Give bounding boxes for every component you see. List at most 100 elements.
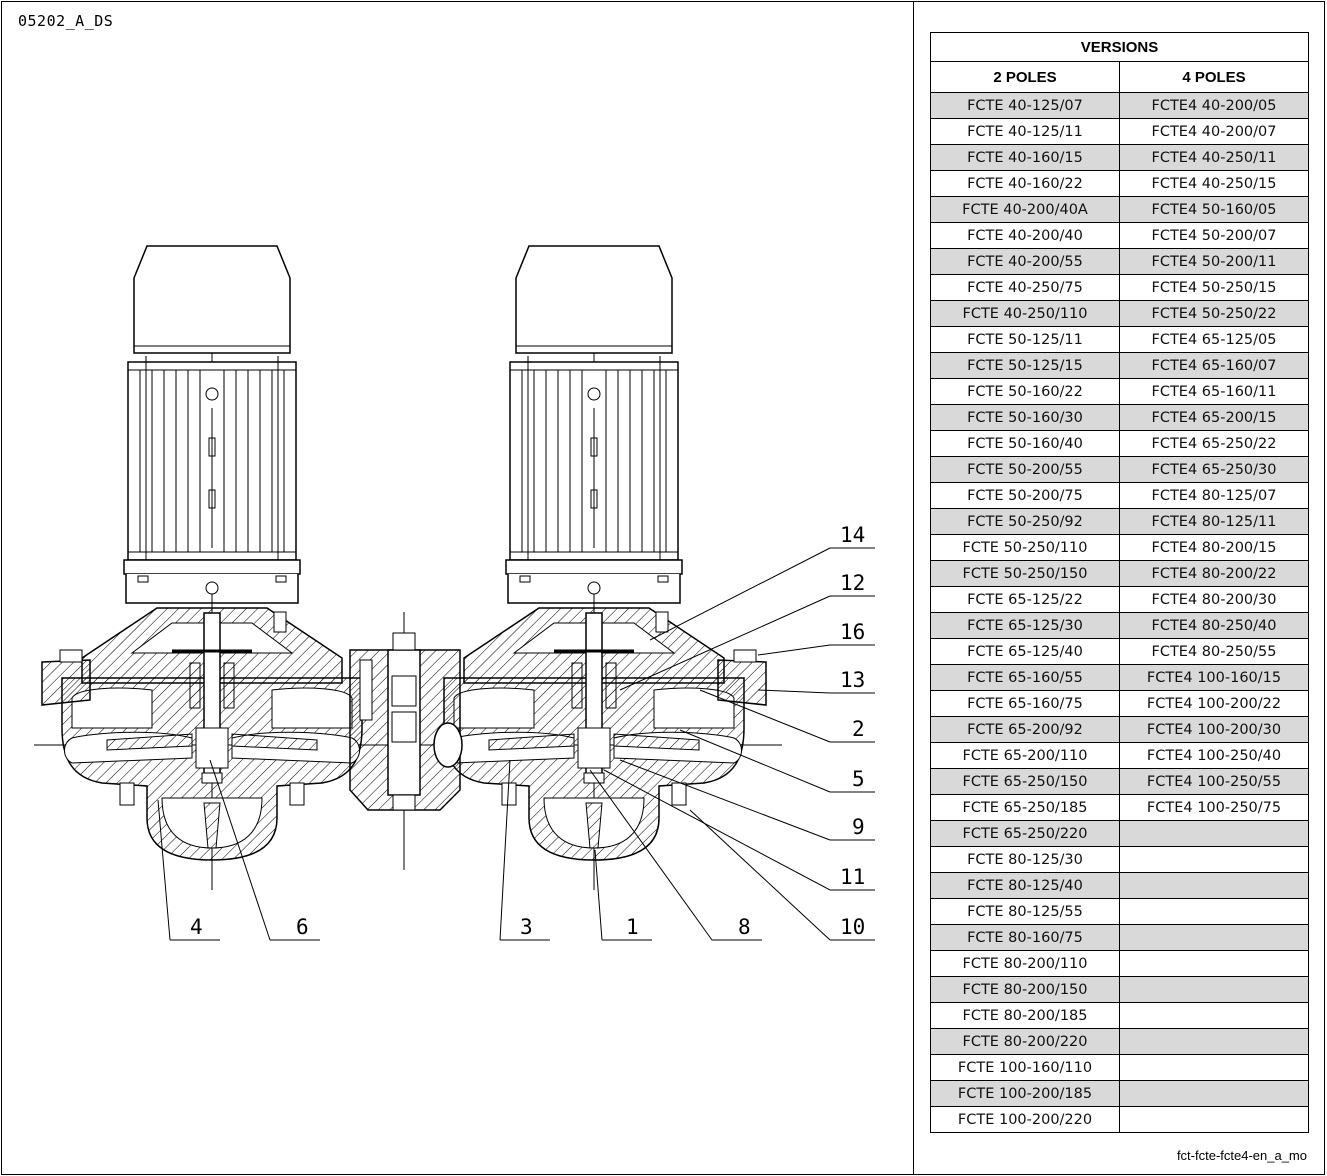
table-row: FCTE 80-125/30 — [930, 846, 1309, 873]
version-2-poles-cell: FCTE 100-160/110 — [930, 1054, 1120, 1081]
callout-8: 8 — [738, 915, 751, 939]
column-header-4-poles: 4 POLES — [1119, 61, 1309, 93]
version-2-poles-cell: FCTE 65-125/30 — [930, 612, 1120, 639]
callout-11: 11 — [840, 865, 865, 889]
version-2-poles-cell: FCTE 65-250/185 — [930, 794, 1120, 821]
version-2-poles-cell: FCTE 40-125/11 — [930, 118, 1120, 145]
version-2-poles-cell: FCTE 65-125/22 — [930, 586, 1120, 613]
table-row: FCTE 80-160/75 — [930, 924, 1309, 951]
version-2-poles-cell: FCTE 40-250/75 — [930, 274, 1120, 301]
table-row: FCTE 80-125/40 — [930, 872, 1309, 899]
version-2-poles-cell: FCTE 50-160/22 — [930, 378, 1120, 405]
version-4-poles-cell: FCTE4 80-200/22 — [1119, 560, 1309, 587]
version-2-poles-cell: FCTE 50-200/55 — [930, 456, 1120, 483]
version-4-poles-cell: FCTE4 50-160/05 — [1119, 196, 1309, 223]
version-2-poles-cell: FCTE 80-125/55 — [930, 898, 1120, 925]
callout-2: 2 — [852, 717, 865, 741]
version-2-poles-cell: FCTE 65-200/110 — [930, 742, 1120, 769]
version-2-poles-cell: FCTE 50-250/110 — [930, 534, 1120, 561]
version-2-poles-cell: FCTE 80-200/185 — [930, 1002, 1120, 1029]
version-4-poles-cell — [1119, 1080, 1309, 1107]
version-2-poles-cell: FCTE 65-200/92 — [930, 716, 1120, 743]
version-2-poles-cell: FCTE 100-200/185 — [930, 1080, 1120, 1107]
version-2-poles-cell: FCTE 40-125/07 — [930, 92, 1120, 119]
version-4-poles-cell — [1119, 820, 1309, 847]
version-2-poles-cell: FCTE 80-160/75 — [930, 924, 1120, 951]
version-2-poles-cell: FCTE 50-160/30 — [930, 404, 1120, 431]
version-4-poles-cell: FCTE4 65-250/30 — [1119, 456, 1309, 483]
version-4-poles-cell: FCTE4 100-250/55 — [1119, 768, 1309, 795]
version-2-poles-cell: FCTE 50-250/150 — [930, 560, 1120, 587]
version-4-poles-cell: FCTE4 80-200/15 — [1119, 534, 1309, 561]
callout-6: 6 — [296, 915, 309, 939]
version-4-poles-cell: FCTE4 50-200/07 — [1119, 222, 1309, 249]
version-4-poles-cell: FCTE4 40-250/11 — [1119, 144, 1309, 171]
versions-table-title: VERSIONS — [930, 32, 1309, 62]
callout-1: 1 — [626, 915, 639, 939]
table-row: FCTE 80-200/150 — [930, 976, 1309, 1003]
version-2-poles-cell: FCTE 65-250/220 — [930, 820, 1120, 847]
callout-14: 14 — [840, 523, 865, 547]
callout-10: 10 — [840, 915, 865, 939]
version-4-poles-cell: FCTE4 80-250/40 — [1119, 612, 1309, 639]
table-row: FCTE 80-200/220 — [930, 1028, 1309, 1055]
version-4-poles-cell: FCTE4 80-125/11 — [1119, 508, 1309, 535]
version-4-poles-cell: FCTE4 80-125/07 — [1119, 482, 1309, 509]
version-4-poles-cell: FCTE4 50-250/22 — [1119, 300, 1309, 327]
pump-cross-section-drawing: 14 12 16 13 2 5 9 11 10 4 6 3 1 8 — [34, 245, 875, 941]
version-2-poles-cell: FCTE 50-250/92 — [930, 508, 1120, 535]
table-row: FCTE 100-160/110 — [930, 1054, 1309, 1081]
version-2-poles-cell: FCTE 80-125/30 — [930, 846, 1120, 873]
version-2-poles-cell: FCTE 40-200/55 — [930, 248, 1120, 275]
version-2-poles-cell: FCTE 65-125/40 — [930, 638, 1120, 665]
callout-3: 3 — [520, 915, 533, 939]
drawing-code: 05202_A_DS — [18, 12, 114, 30]
version-4-poles-cell: FCTE4 65-200/15 — [1119, 404, 1309, 431]
version-2-poles-cell: FCTE 80-200/110 — [930, 950, 1120, 977]
version-4-poles-cell — [1119, 872, 1309, 899]
version-2-poles-cell: FCTE 40-160/22 — [930, 170, 1120, 197]
table-row: FCTE 80-200/185 — [930, 1002, 1309, 1029]
table-row: FCTE 100-200/185 — [930, 1080, 1309, 1107]
version-4-poles-cell: FCTE4 50-200/11 — [1119, 248, 1309, 275]
version-4-poles-cell: FCTE4 65-160/07 — [1119, 352, 1309, 379]
callout-9: 9 — [852, 815, 865, 839]
sheet-divider — [913, 1, 914, 1175]
version-4-poles-cell: FCTE4 100-200/30 — [1119, 716, 1309, 743]
version-2-poles-cell: FCTE 80-125/40 — [930, 872, 1120, 899]
version-4-poles-cell — [1119, 1106, 1309, 1133]
version-4-poles-cell — [1119, 898, 1309, 925]
version-2-poles-cell: FCTE 65-250/150 — [930, 768, 1120, 795]
table-row: FCTE 100-200/220 — [930, 1106, 1309, 1133]
column-header-2-poles: 2 POLES — [930, 61, 1120, 93]
version-4-poles-cell — [1119, 1028, 1309, 1055]
callout-4: 4 — [190, 915, 203, 939]
version-2-poles-cell: FCTE 80-200/220 — [930, 1028, 1120, 1055]
version-2-poles-cell: FCTE 50-125/11 — [930, 326, 1120, 353]
version-4-poles-cell — [1119, 1054, 1309, 1081]
table-row: FCTE 80-200/110 — [930, 950, 1309, 977]
version-2-poles-cell: FCTE 40-200/40A — [930, 196, 1120, 223]
